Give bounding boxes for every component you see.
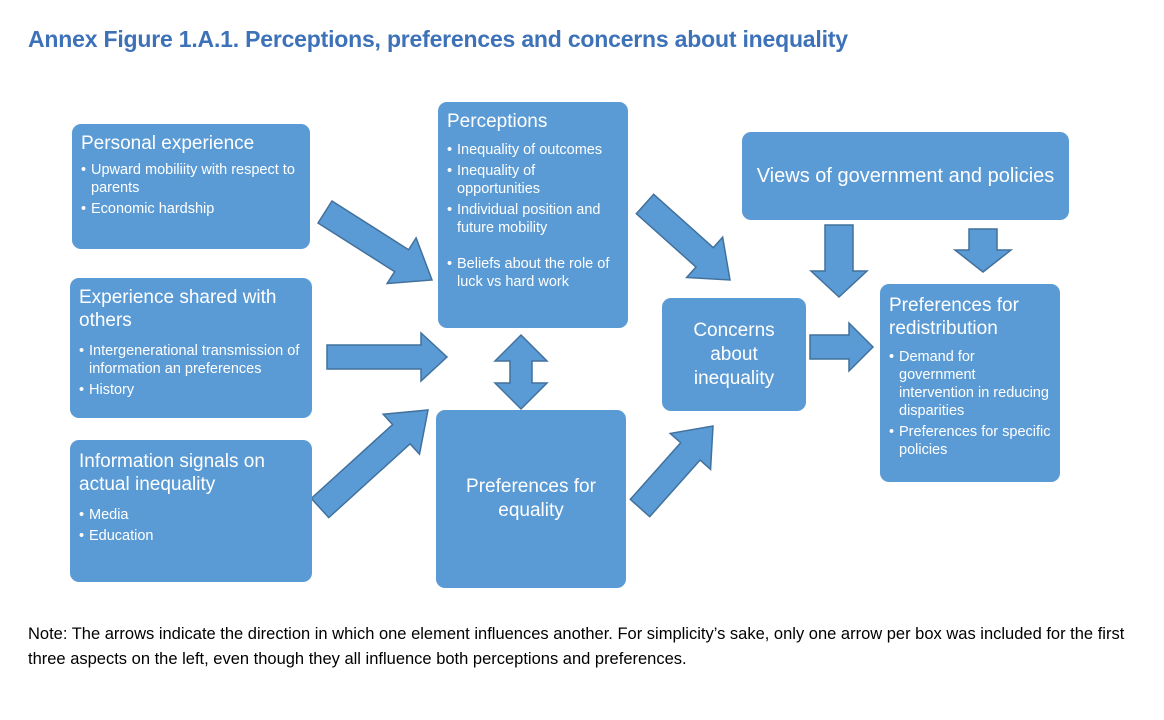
arrow-perceptions-to-concerns [635,193,731,281]
box-heading: Concerns about inequality [693,319,775,389]
figure-title: Annex Figure 1.A.1. Perceptions, prefere… [28,26,848,52]
box-information-signals: Information signals on actual inequality… [70,440,312,582]
box-experience-shared: Experience shared with others Intergener… [70,278,312,418]
bullet-item: Individual position and future mobility [447,201,619,237]
bullet-item: Inequality of outcomes [447,141,619,159]
box-preferences-equality: Preferences for equality [436,410,626,588]
arrow-concerns-to-redistribution [809,321,875,373]
bullet-item: Beliefs about the role of luck vs hard w… [447,255,619,291]
arrow-shared-to-center [326,331,449,383]
box-views-government: Views of government and policies [742,132,1069,220]
box-preferences-redistribution: Preferences for redistribution Demand fo… [880,284,1060,482]
arrow-personal-to-perceptions [316,199,434,285]
arrow-signals-to-equality [310,409,429,519]
bullet-item: Demand for government intervention in re… [889,348,1051,420]
figure-note: Note: The arrows indicate the direction … [28,625,1125,668]
box-concerns: Concerns about inequality [662,298,806,411]
arrow-perceptions-equality-bidirectional [493,333,549,411]
bullet-item: Inequality of opportunities [447,162,619,198]
arrow-equality-to-concerns [629,425,714,518]
box-heading: Views of government and policies [756,165,1055,187]
bullet-item: Education [79,527,303,545]
box-heading: Perceptions [447,111,548,132]
arrow-views-to-redistribution-right [952,228,1014,273]
box-heading: Experience shared with others [79,287,277,331]
box-perceptions: Perceptions Inequality of outcomes Inequ… [438,102,628,328]
bullet-item: Economic hardship [81,200,301,218]
box-heading: Personal experience [81,133,255,154]
box-heading: Preferences for equality [466,476,596,521]
bullet-item: History [79,381,303,399]
bullet-item: Media [79,506,303,524]
arrow-views-to-redistribution-left [809,224,869,299]
box-heading: Information signals on actual inequality [79,451,265,495]
bullet-item: Upward mobiliity with respect to parents [81,161,301,197]
box-heading: Preferences for redistribution [889,295,1019,339]
box-personal-experience: Personal experience Upward mobiliity wit… [72,124,310,249]
bullet-item: Preferences for specific policies [889,423,1051,459]
bullet-item: Intergenerational transmission of inform… [79,342,303,378]
